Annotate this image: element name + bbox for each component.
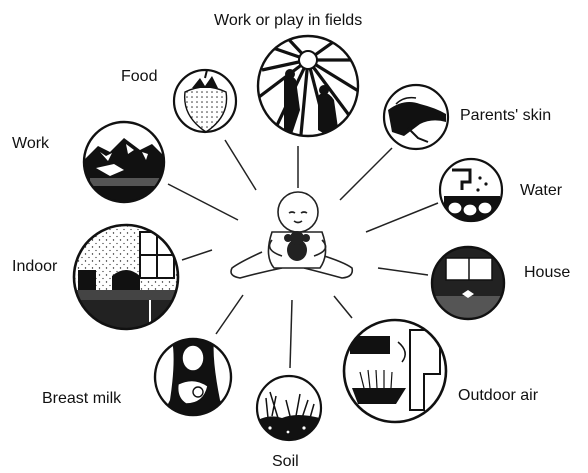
label-work-or-play-in-fields: Work or play in fields xyxy=(214,12,362,30)
label-parents-skin: Parents' skin xyxy=(460,107,551,125)
label-indoor: Indoor xyxy=(12,258,57,276)
label-breast-milk: Breast milk xyxy=(42,390,121,408)
connector-water xyxy=(366,203,438,232)
label-soil: Soil xyxy=(272,453,299,471)
strawberry-food-icon xyxy=(170,66,240,136)
connector-milk xyxy=(216,295,243,334)
label-water: Water xyxy=(520,182,562,200)
connector-house xyxy=(378,268,428,275)
parent-hand-skin-icon xyxy=(382,84,450,152)
soil-with-plants-icon xyxy=(255,374,325,444)
field-workers-sunburst-icon xyxy=(250,30,370,150)
connector-food xyxy=(225,140,256,190)
indoor-room-icon xyxy=(70,222,182,340)
house-interior-icon xyxy=(430,246,506,322)
breastfeeding-mother-icon xyxy=(150,335,240,425)
connector-skin xyxy=(340,148,392,200)
connector-indoor xyxy=(182,250,212,260)
label-outdoor-air: Outdoor air xyxy=(458,387,538,405)
work-landscape-mountains-icon xyxy=(80,120,170,210)
infant-sitting-with-toy-icon xyxy=(231,192,352,278)
label-food: Food xyxy=(121,68,157,86)
connector-air xyxy=(334,296,352,318)
water-tap-and-containers-icon xyxy=(438,158,504,224)
label-house: House xyxy=(524,264,570,282)
outdoor-air-smoke-icon xyxy=(340,316,450,426)
connector-soil xyxy=(290,300,292,368)
connector-work xyxy=(168,184,238,220)
label-work: Work xyxy=(12,135,49,153)
